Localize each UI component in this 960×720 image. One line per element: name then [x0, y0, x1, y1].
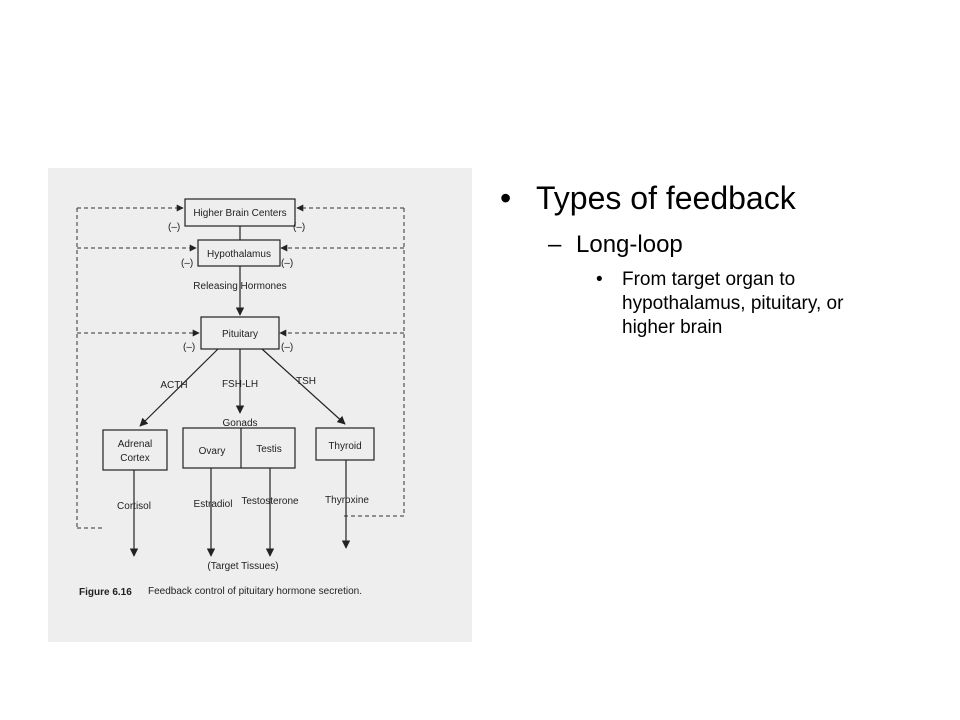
ovary-label: Ovary	[199, 446, 226, 457]
dash-icon: –	[548, 231, 562, 258]
slide-bullets: • Types of feedback – Long-loop • From t…	[496, 176, 936, 340]
acth-arrow	[139, 348, 219, 427]
gonads-box	[182, 427, 296, 469]
feedback-loop-left	[76, 204, 200, 529]
hypothalamus-label: Hypothalamus	[207, 249, 271, 260]
heading-text: Types of feedback	[536, 180, 796, 216]
thyroid-label: Thyroid	[328, 441, 361, 452]
gonads-label: Gonads	[222, 418, 257, 429]
neg-sign-4: (–)	[281, 258, 293, 269]
neg-sign-1: (–)	[168, 222, 180, 233]
neg-sign-2: (–)	[293, 222, 305, 233]
releasing-label: Releasing Hormones	[193, 281, 286, 292]
bullet-dot-icon: •	[500, 180, 512, 216]
subheading-text: Long-loop	[576, 231, 683, 258]
adrenal-label-2: Cortex	[120, 453, 149, 464]
figure-caption-label: Figure 6.16	[79, 587, 132, 598]
detail-text: From target organ to hypothalamus, pitui…	[622, 269, 844, 338]
cortisol-label: Cortisol	[117, 501, 151, 512]
thyroxine-label: Thyroxine	[325, 495, 369, 506]
figure-caption-text: Feedback control of pituitary hormone se…	[148, 586, 362, 597]
pituitary-label: Pituitary	[222, 329, 258, 340]
tsh-arrow	[261, 348, 346, 425]
tsh-label: TSH	[296, 376, 316, 387]
neg-sign-6: (–)	[281, 342, 293, 353]
neg-sign-5: (–)	[183, 342, 195, 353]
testosterone-label: Testosterone	[241, 496, 299, 507]
fshlh-label: FSH-LH	[222, 379, 258, 390]
testis-label: Testis	[256, 444, 282, 455]
diagram-scan: Higher Brain Centers Hypothalamus Releas…	[48, 168, 472, 642]
target-tissues-label: (Target Tissues)	[207, 561, 278, 572]
bullet-long-loop: – Long-loop	[496, 228, 936, 262]
acth-label: ACTH	[160, 380, 187, 391]
higher-brain-label: Higher Brain Centers	[193, 208, 286, 219]
feedback-diagram: Higher Brain Centers Hypothalamus Releas…	[76, 198, 405, 598]
estradiol-label: Estradiol	[194, 499, 233, 510]
hypothalamus-box	[197, 239, 281, 267]
adrenal-box	[102, 429, 168, 471]
bullet-dot-small-icon: •	[596, 269, 603, 290]
thyroid-box	[315, 427, 375, 461]
bullet-detail: • From target organ to hypothalamus, pit…	[496, 268, 936, 340]
bullet-types-of-feedback: • Types of feedback	[496, 176, 936, 220]
adrenal-label-1: Adrenal	[118, 439, 152, 450]
neg-sign-3: (–)	[181, 258, 193, 269]
feedback-loop-right	[279, 204, 405, 517]
